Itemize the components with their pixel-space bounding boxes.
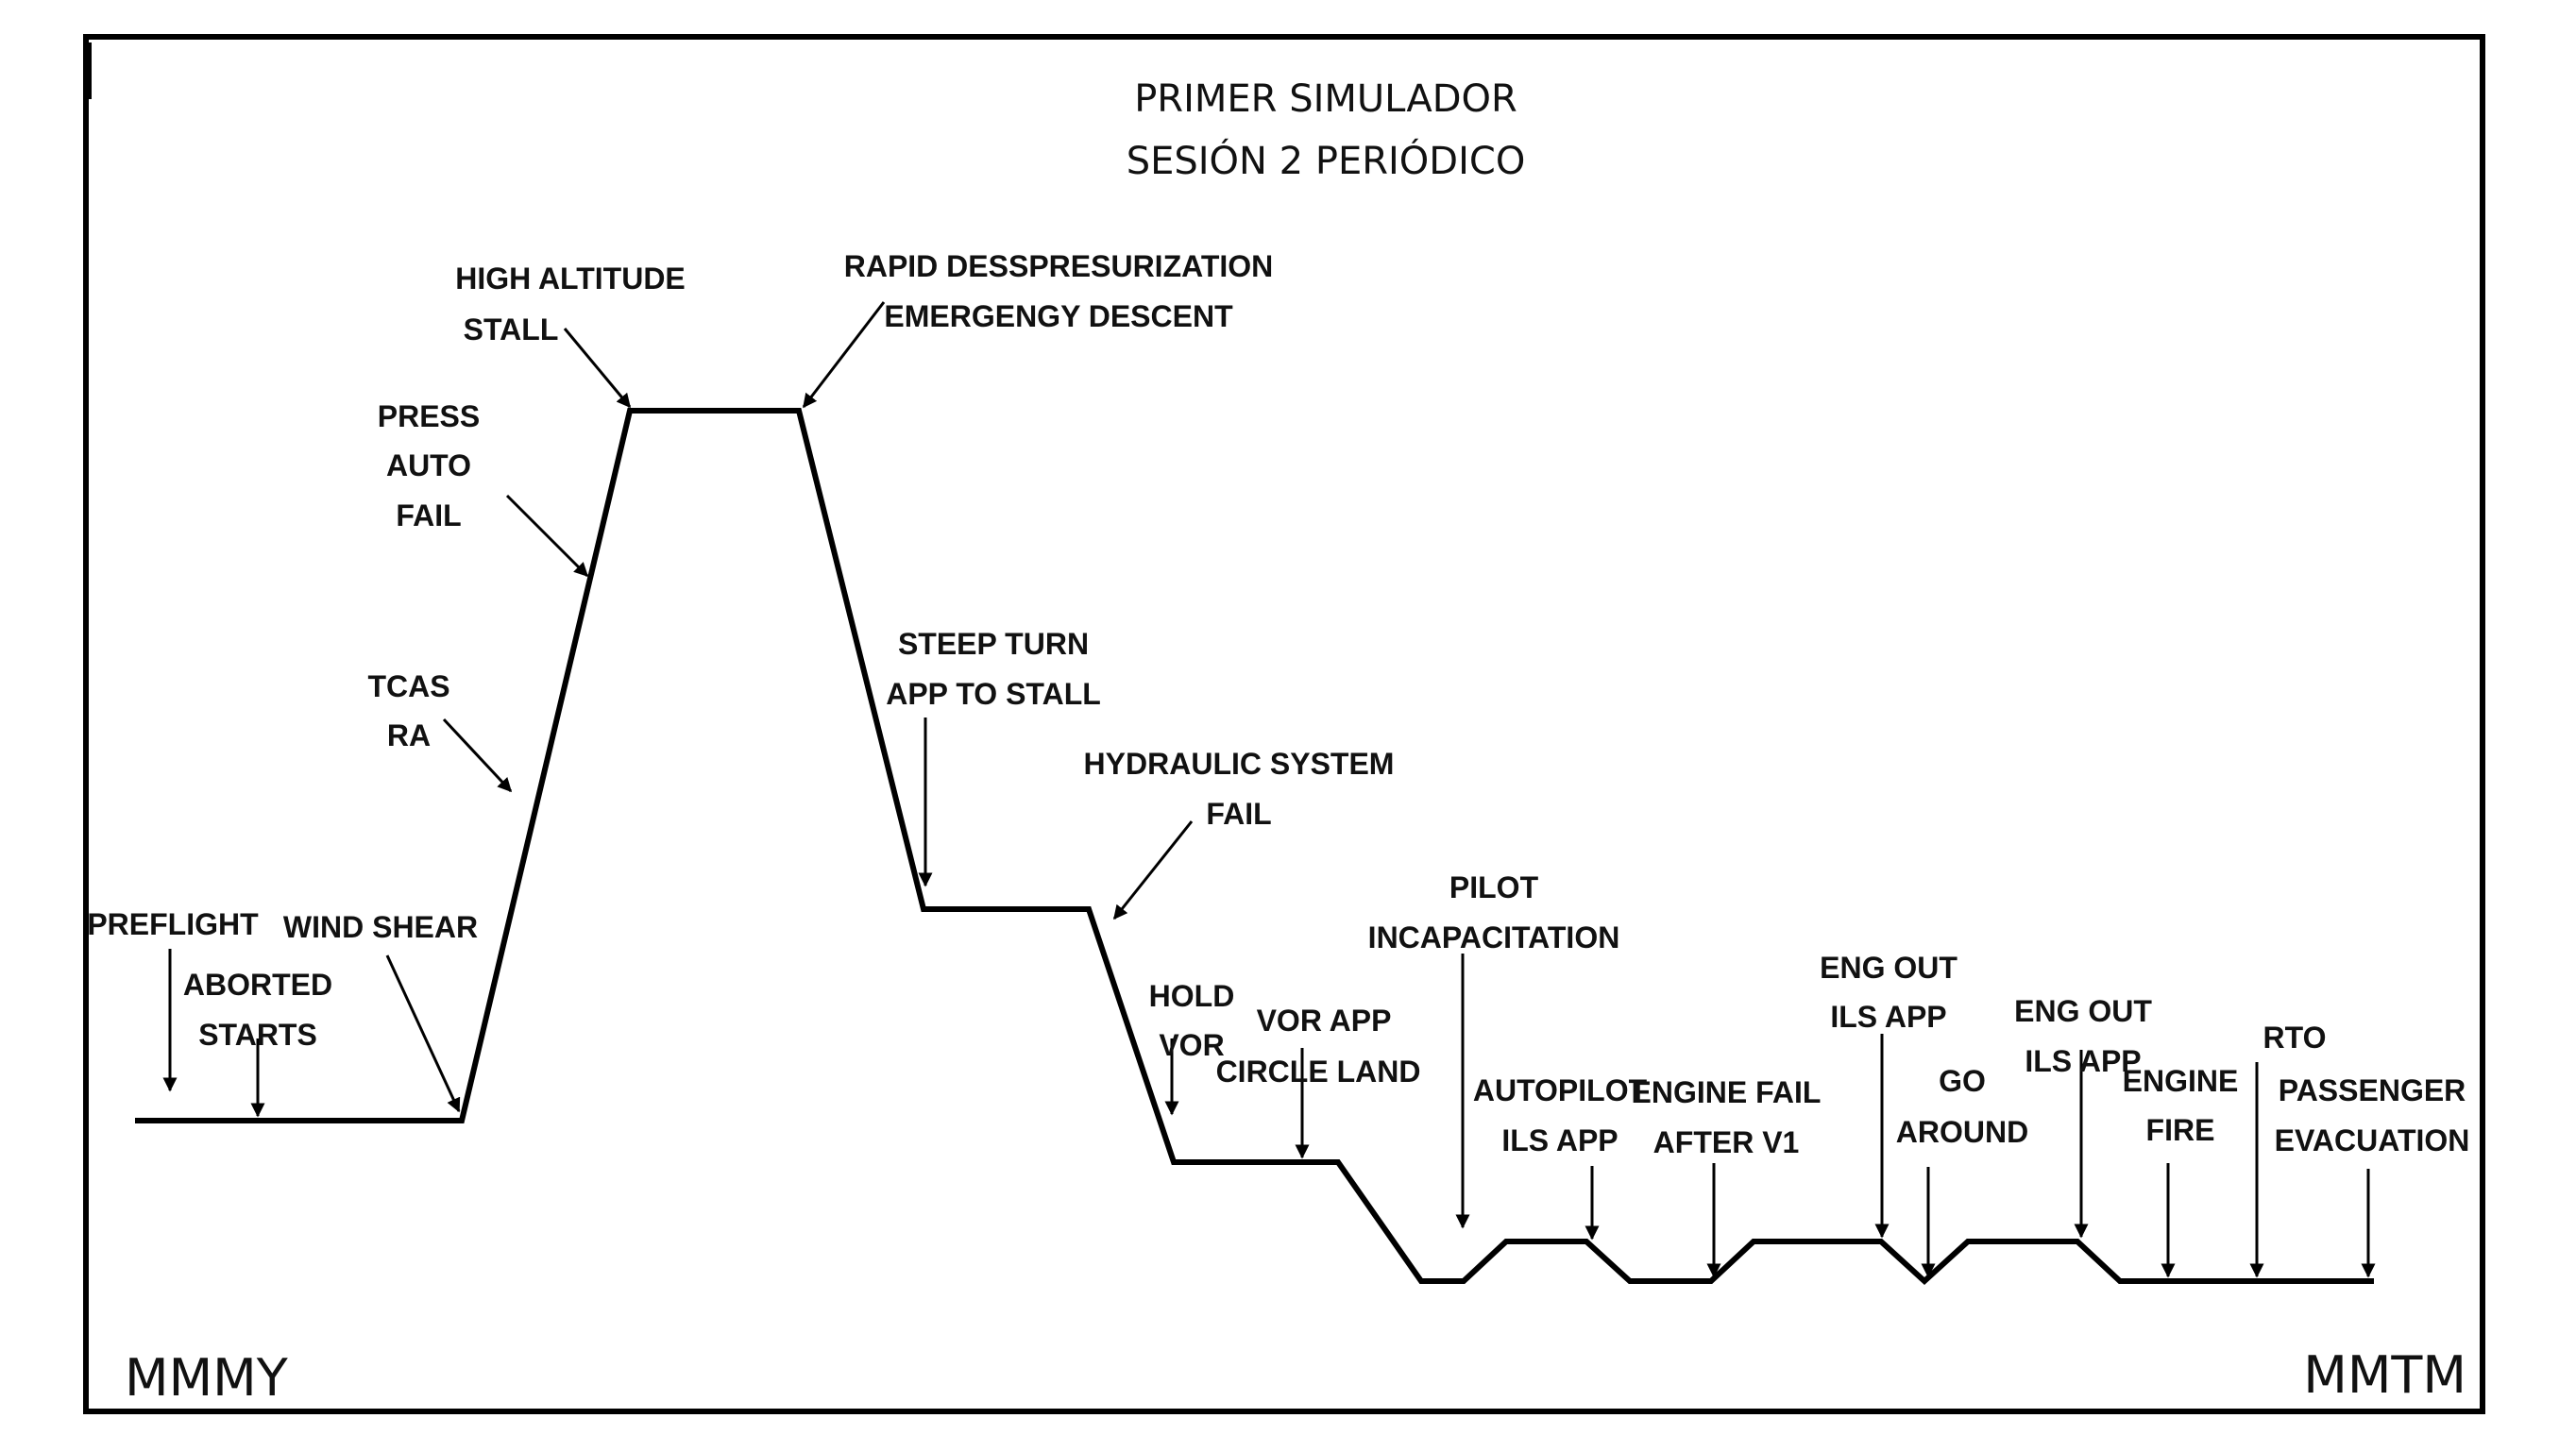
label-vor-2: CIRCLE LAND [1216, 1055, 1421, 1089]
label-autopilot-1: AUTOPILOT [1473, 1073, 1648, 1107]
label-hyd-1: HYDRAULIC SYSTEM [1084, 747, 1395, 781]
label-tcas-2: RA [387, 718, 431, 752]
label-vor-1: VOR APP [1257, 1004, 1392, 1038]
label-tcas-1: TCAS [367, 669, 449, 703]
label-aborted-2: STARTS [198, 1018, 317, 1052]
label-go-around-2: AROUND [1896, 1115, 2028, 1149]
label-hyd-2: FAIL [1206, 797, 1271, 831]
arrow-hyd [1112, 820, 1194, 920]
label-press-2: AUTO [386, 448, 471, 482]
label-steep-2: APP TO STALL [886, 677, 1101, 711]
label-engine-fail-1: ENGINE FAIL [1632, 1075, 1822, 1109]
label-evacuation-1: PASSENGER [2279, 1073, 2466, 1107]
label-pilot-1: PILOT [1449, 870, 1539, 904]
label-go-around-1: GO [1939, 1064, 1986, 1098]
arrow-wind-shear [385, 954, 461, 1113]
corner-label-left: MMMY [125, 1348, 289, 1408]
label-preflight: PREFLIGHT [87, 907, 259, 941]
label-rapid-2: EMERGENGY DESCENT [884, 299, 1233, 333]
arrow-high-alt [563, 328, 632, 409]
corner-label-right: MMTM [2303, 1345, 2466, 1405]
label-engine-fire-2: FIRE [2146, 1113, 2215, 1147]
label-autopilot-2: ILS APP [1501, 1123, 1618, 1157]
label-high-alt-2: STALL [464, 312, 559, 346]
label-hold-1: HOLD [1149, 979, 1235, 1013]
arrow-tcas [442, 718, 513, 793]
flight-profile-line [135, 408, 2374, 1286]
label-press-3: FAIL [396, 498, 461, 532]
label-engine-fire-1: ENGINE [2123, 1064, 2239, 1098]
label-rto: RTO [2263, 1021, 2327, 1055]
arrows [162, 301, 2376, 1278]
label-hold-2: VOR [1159, 1028, 1224, 1062]
label-aborted-1: ABORTED [183, 968, 332, 1002]
label-steep-1: STEEP TURN [898, 627, 1089, 661]
label-high-alt-1: HIGH ALTITUDE [455, 262, 686, 295]
event-labels: PREFLIGHT ABORTED STARTS WIND SHEAR TCAS… [87, 249, 2469, 1159]
label-eng-out-1-1: ENG OUT [1820, 951, 1957, 985]
label-wind-shear: WIND SHEAR [283, 910, 478, 944]
label-eng-out-1-2: ILS APP [1830, 1000, 1946, 1034]
arrow-press [505, 494, 589, 578]
label-engine-fail-2: AFTER V1 [1653, 1125, 1800, 1159]
label-pilot-2: INCAPACITATION [1368, 920, 1620, 954]
label-eng-out-2-1: ENG OUT [2014, 994, 2152, 1028]
diagram-border [83, 34, 2485, 1414]
title-line-1: PRIMER SIMULADOR [1134, 77, 1517, 121]
label-evacuation-2: EVACUATION [2275, 1123, 2470, 1157]
label-rapid-1: RAPID DESSPRESURIZATION [844, 249, 1274, 283]
title-line-2: SESIÓN 2 PERIÓDICO [1127, 138, 1526, 183]
arrow-rapid [802, 301, 886, 409]
label-press-1: PRESS [378, 399, 480, 433]
label-eng-out-2-2: ILS APP [2025, 1044, 2141, 1078]
